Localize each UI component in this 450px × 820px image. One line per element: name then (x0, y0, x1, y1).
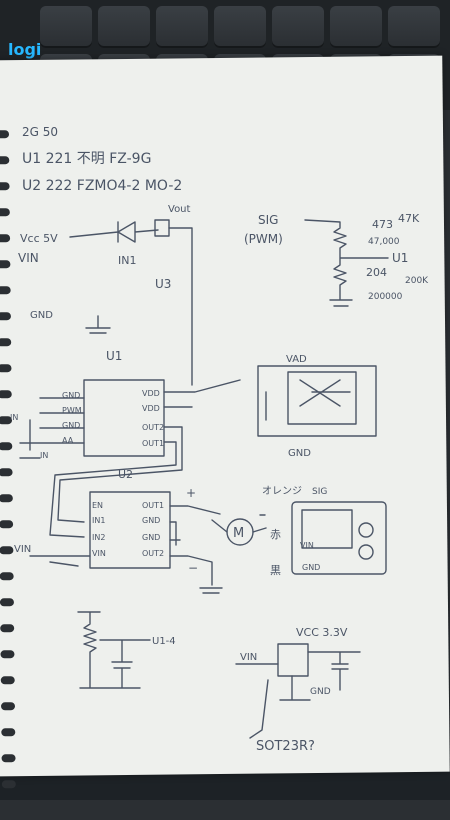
u3-label: U3 (155, 277, 171, 291)
board-hole-2 (358, 544, 374, 560)
regulator-ic (277, 643, 309, 677)
board-sketch-1 (257, 365, 377, 437)
in1-label: IN1 (118, 254, 136, 267)
u2-pin-l3: IN2 (92, 533, 105, 542)
keyboard-key (272, 6, 324, 48)
gnd4-label: GND (310, 687, 331, 697)
gnd-symbol (85, 315, 111, 334)
pwm-label: (PWM) (244, 232, 283, 246)
u2-pin-l2: IN1 (92, 516, 105, 525)
motor-wiring (211, 514, 267, 533)
motor-label: M (233, 526, 244, 541)
keyboard-key (156, 6, 208, 48)
gnd3-label: GND (302, 563, 320, 572)
u2-pin-r1: OUT1 (142, 501, 164, 510)
u1-pin-2: PWM (62, 406, 82, 415)
in-label-2: IN (40, 451, 48, 460)
red-label: 赤 (270, 528, 281, 541)
u2-pin-r4: OUT2 (142, 549, 164, 558)
keyboard-key (98, 6, 150, 48)
note-line-2: U1 221 不明 FZ-9G (22, 151, 151, 167)
board-detail-1 (265, 379, 351, 421)
r2-code: 204 (366, 266, 387, 279)
sig-label: SIG (258, 213, 278, 227)
u2-pin-l1: EN (92, 501, 103, 510)
board-inner-2 (301, 509, 353, 549)
gnd2-label: GND (288, 448, 311, 459)
u1-pin-r2: VDD (142, 404, 160, 413)
vdd-label: VAD (286, 354, 307, 365)
keyboard-key (214, 6, 266, 48)
u2-chip (89, 491, 171, 569)
keyboard-key (40, 6, 92, 48)
u1-pin-1: GND (62, 391, 80, 400)
u1-pin-r4: OUT1 (142, 439, 164, 448)
u2-pin-l4: VIN (92, 549, 106, 558)
r2-value: 200000 (368, 292, 403, 302)
sig2-label: SIG (312, 487, 327, 497)
u1-pin-r1: VDD (142, 389, 160, 398)
u2-wiring (29, 505, 223, 594)
motor-plus: + (186, 486, 196, 500)
r1-code: 473 (372, 218, 393, 231)
note-line-1: 2G 50 (22, 125, 58, 139)
u1-pin-r3: OUT2 (142, 423, 164, 432)
board-sketch-2 (291, 501, 387, 575)
u1-left-wiring (19, 397, 85, 459)
resistor-divider (304, 219, 389, 307)
motor-minus: − (188, 561, 198, 575)
u1-title: U1 (106, 349, 122, 363)
u3-block (154, 219, 170, 237)
vcc33-label: VCC 3.3V (296, 626, 348, 639)
vin2-label: VIN (300, 541, 314, 550)
u1-pin-4: AA (62, 436, 74, 445)
u1-chip (83, 379, 165, 457)
schematic-sketch: 2G 50 U1 221 不明 FZ-9G U2 222 FZMO4-2 MO-… (10, 125, 429, 754)
vout-wire (168, 227, 193, 386)
diode-symbol (69, 221, 159, 243)
u1-ref: U1 (392, 251, 408, 265)
u2-pin-r2: GND (142, 516, 160, 525)
regulator-wiring (235, 651, 361, 739)
black-label: 黒 (270, 564, 281, 577)
pot-circuit (77, 611, 151, 689)
r2-alt: 200K (405, 276, 429, 286)
board-hole-1 (358, 522, 374, 538)
u1-wiring (49, 379, 241, 538)
vin-label: VIN (18, 251, 39, 265)
u2-pin-r3: GND (142, 533, 160, 542)
gnd-label: GND (30, 310, 53, 321)
u1-pin-3: GND (62, 421, 80, 430)
brand-logo: logi (8, 40, 42, 59)
keyboard-key (388, 6, 440, 48)
in-label: IN (10, 413, 18, 422)
r1-value: 47K (398, 212, 420, 225)
note-line-3: U2 222 FZMO4-2 MO-2 (22, 178, 182, 194)
r1-alt: 47,000 (368, 237, 400, 247)
board-inner-1 (287, 371, 357, 425)
vin3-label: VIN (240, 652, 257, 663)
orange-label: オレンジ (262, 485, 302, 497)
u2-vin: VIN (14, 544, 31, 555)
vout-label: Vout (168, 204, 191, 215)
u14-label: U1-4 (152, 636, 176, 647)
sot-label: SOT23R? (256, 739, 315, 754)
vcc-label: Vcc 5V (20, 232, 58, 245)
keyboard-key (330, 6, 382, 48)
u2-title: U2 (118, 468, 133, 481)
